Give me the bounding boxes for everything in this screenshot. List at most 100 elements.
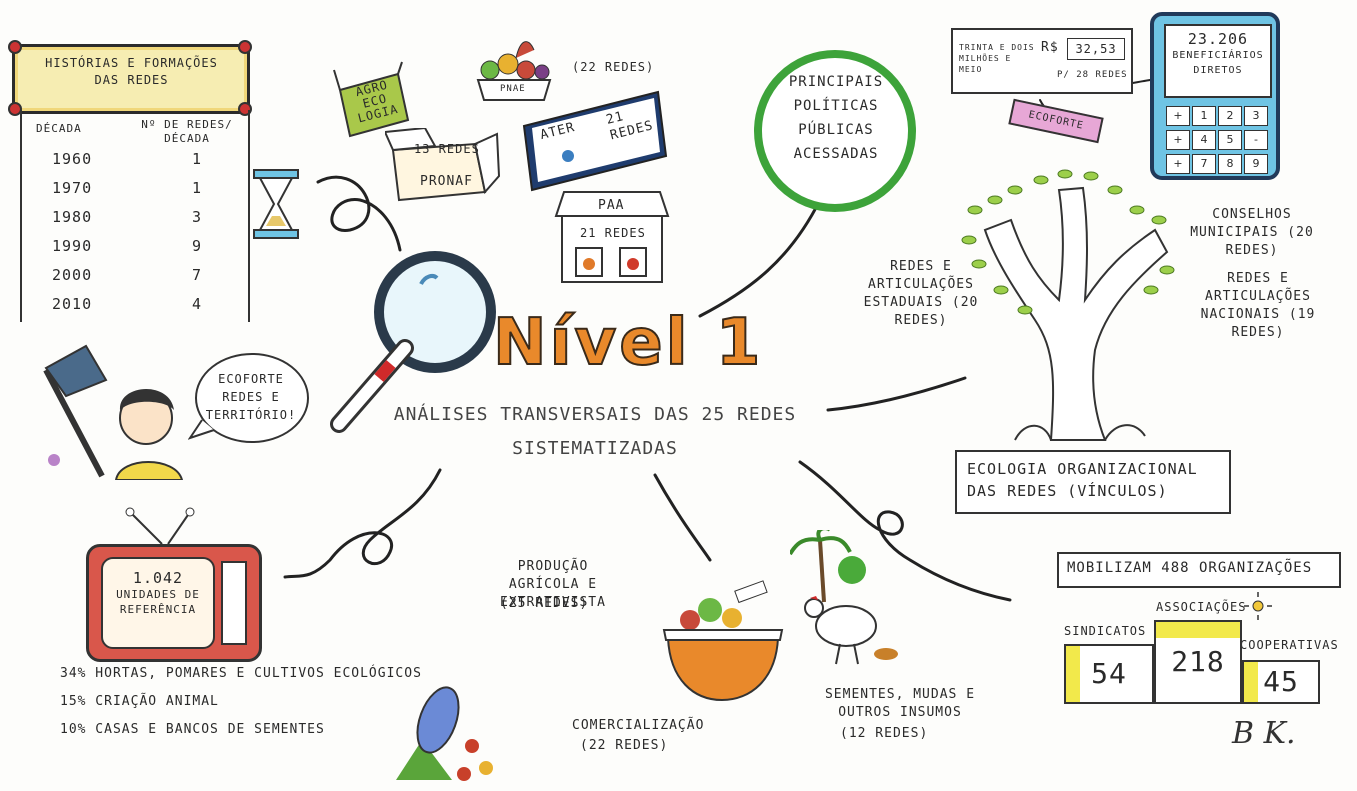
tree-icon bbox=[961, 169, 1175, 441]
ecology-text: Ecologia organizacional das redes (víncu… bbox=[967, 460, 1198, 500]
decade-cell: 2000 bbox=[52, 266, 93, 284]
person-with-flag-icon bbox=[43, 344, 184, 480]
table-row: 1980 3 bbox=[52, 208, 232, 237]
col-decade-header: Década bbox=[36, 122, 82, 135]
commerce-label: Comercialização bbox=[572, 718, 705, 733]
seeds-count: (12 redes) bbox=[840, 726, 929, 741]
history-title-banner: Histórias e formações das redes bbox=[12, 44, 250, 114]
history-title: Histórias e formações das redes bbox=[45, 56, 218, 87]
count-cell: 9 bbox=[191, 237, 202, 255]
pnae-count: (22 redes) bbox=[572, 60, 655, 74]
ecology-box: Ecologia organizacional das redes (víncu… bbox=[955, 450, 1231, 514]
tree-label-municipal: Conselhos municipais (20 redes) bbox=[1190, 207, 1314, 258]
ater-notebook-icon bbox=[522, 90, 668, 192]
bar-label-cooperativas: Cooperativas bbox=[1240, 638, 1339, 652]
paa-label: PAA bbox=[598, 198, 625, 213]
speech-bubble-icon bbox=[188, 353, 309, 443]
speech-text: Ecoforte redes e território! bbox=[205, 372, 297, 422]
tv-screen: 1.042 unidades de referência bbox=[101, 557, 215, 649]
history-table: Década Nº de redes/ década 1960 1 1970 1 1… bbox=[20, 110, 250, 322]
subtitle-line-1: Análises transversais das 25 redes bbox=[393, 404, 797, 425]
paa-count: 21 redes bbox=[580, 226, 646, 240]
hourglass-icon bbox=[253, 169, 299, 239]
policies-circle-text: Principais políticas públicas acessadas bbox=[788, 74, 884, 162]
col-count-header: Nº de redes/ década bbox=[141, 118, 233, 145]
calculator-screen: 23.206 beneficiários diretos bbox=[1164, 24, 1272, 98]
tree-label-state: Redes e articulações estaduais (20 redes… bbox=[863, 259, 979, 328]
beneficiaries-value: 23.206 bbox=[1187, 30, 1249, 48]
calc-key: 9 bbox=[1244, 154, 1268, 174]
table-row: 1990 9 bbox=[52, 237, 232, 266]
ecoforte-payment-card: Trinta e dois milhões e meio R$ 32,53 p/… bbox=[951, 28, 1133, 94]
tv-label: unidades de referência bbox=[116, 588, 200, 616]
bar-label-sindicatos: Sindicatos bbox=[1064, 624, 1147, 638]
bar-label-associacoes: Associações bbox=[1156, 600, 1247, 614]
calc-key: 8 bbox=[1218, 154, 1242, 174]
calc-key: - bbox=[1244, 130, 1268, 150]
mobilize-title-box: Mobilizam 488 organizações bbox=[1057, 552, 1341, 588]
pronaf-box-icon bbox=[385, 128, 501, 202]
pronaf-label: PRONAF bbox=[420, 174, 473, 189]
tree-label-national: Redes e articulações nacionais (19 redes… bbox=[1200, 271, 1316, 340]
history-rows: 1960 1 1970 1 1980 3 1990 9 2000 7 2010 4 bbox=[52, 150, 232, 324]
agroecology-sign-icon bbox=[333, 61, 410, 138]
signature: B K. bbox=[1232, 716, 1296, 751]
calc-key: 7 bbox=[1192, 154, 1216, 174]
calc-key: 2 bbox=[1218, 106, 1242, 126]
bar-cooperativas: 45 bbox=[1242, 660, 1320, 704]
main-title: Nível 1 bbox=[492, 305, 764, 381]
count-cell: 4 bbox=[191, 295, 202, 313]
table-row: 1960 1 bbox=[52, 150, 232, 179]
count-cell: 1 bbox=[191, 150, 202, 168]
tv-stat-1: 34% hortas, pomares e cultivos ecológico… bbox=[60, 666, 422, 681]
scroll-roll-right bbox=[238, 40, 252, 54]
payment-for: p/ 28 redes bbox=[1057, 70, 1128, 80]
pnae-food-basket-icon bbox=[476, 41, 552, 101]
tv-controls bbox=[221, 561, 247, 645]
magnifier-icon bbox=[330, 251, 496, 433]
pnae-label: PNAE bbox=[500, 84, 526, 94]
count-cell: 1 bbox=[191, 179, 202, 197]
production-count: (25 redes) bbox=[500, 596, 589, 611]
produce-bowl-icon bbox=[662, 580, 784, 702]
decade-cell: 1990 bbox=[52, 237, 93, 255]
calc-key: 3 bbox=[1244, 106, 1268, 126]
beneficiaries-label: beneficiários diretos bbox=[1172, 50, 1264, 76]
production-title: Produção agrícola e extrativista bbox=[500, 559, 606, 610]
sun-icon bbox=[1244, 592, 1272, 620]
tv-antenna-icon bbox=[125, 507, 195, 545]
table-row: 1970 1 bbox=[52, 179, 232, 208]
calc-key: 5 bbox=[1218, 130, 1242, 150]
count-cell: 7 bbox=[191, 266, 202, 284]
tv: 1.042 unidades de referência bbox=[86, 544, 262, 662]
calculator: 23.206 beneficiários diretos + 1 2 3 + 4… bbox=[1150, 12, 1280, 180]
decade-cell: 1960 bbox=[52, 150, 93, 168]
decade-cell: 2010 bbox=[52, 295, 93, 313]
payment-currency: R$ bbox=[1041, 40, 1059, 55]
decade-cell: 1970 bbox=[52, 179, 93, 197]
corn-and-seeds-icon bbox=[396, 686, 493, 781]
tv-value: 1.042 bbox=[132, 569, 184, 587]
calc-key: + bbox=[1166, 130, 1190, 150]
mobilize-title: Mobilizam 488 organizações bbox=[1067, 560, 1313, 576]
tv-stat-2: 15% criação animal bbox=[60, 694, 219, 709]
payment-text: Trinta e dois milhões e meio bbox=[959, 43, 1035, 74]
calculator-keypad: + 1 2 3 + 4 5 - + 7 8 9 bbox=[1166, 106, 1268, 174]
calc-key: + bbox=[1166, 154, 1190, 174]
scroll-roll-left bbox=[8, 40, 22, 54]
chicken-and-palm-icon bbox=[790, 530, 898, 665]
bar-sindicatos: 54 bbox=[1064, 644, 1154, 704]
paa-market-icon bbox=[554, 191, 670, 283]
decade-cell: 1980 bbox=[52, 208, 93, 226]
count-cell: 3 bbox=[191, 208, 202, 226]
table-row: 2000 7 bbox=[52, 266, 232, 295]
policies-circle bbox=[754, 50, 916, 212]
subtitle-line-2: sistematizadas bbox=[512, 438, 678, 459]
bar-associacoes: 218 bbox=[1154, 620, 1242, 704]
commerce-count: (22 redes) bbox=[580, 738, 669, 753]
main-subtitle: Análises transversais das 25 redes siste… bbox=[385, 398, 805, 466]
pronaf-count: 13 redes bbox=[414, 142, 480, 156]
calc-key: 4 bbox=[1192, 130, 1216, 150]
calc-key: 1 bbox=[1192, 106, 1216, 126]
